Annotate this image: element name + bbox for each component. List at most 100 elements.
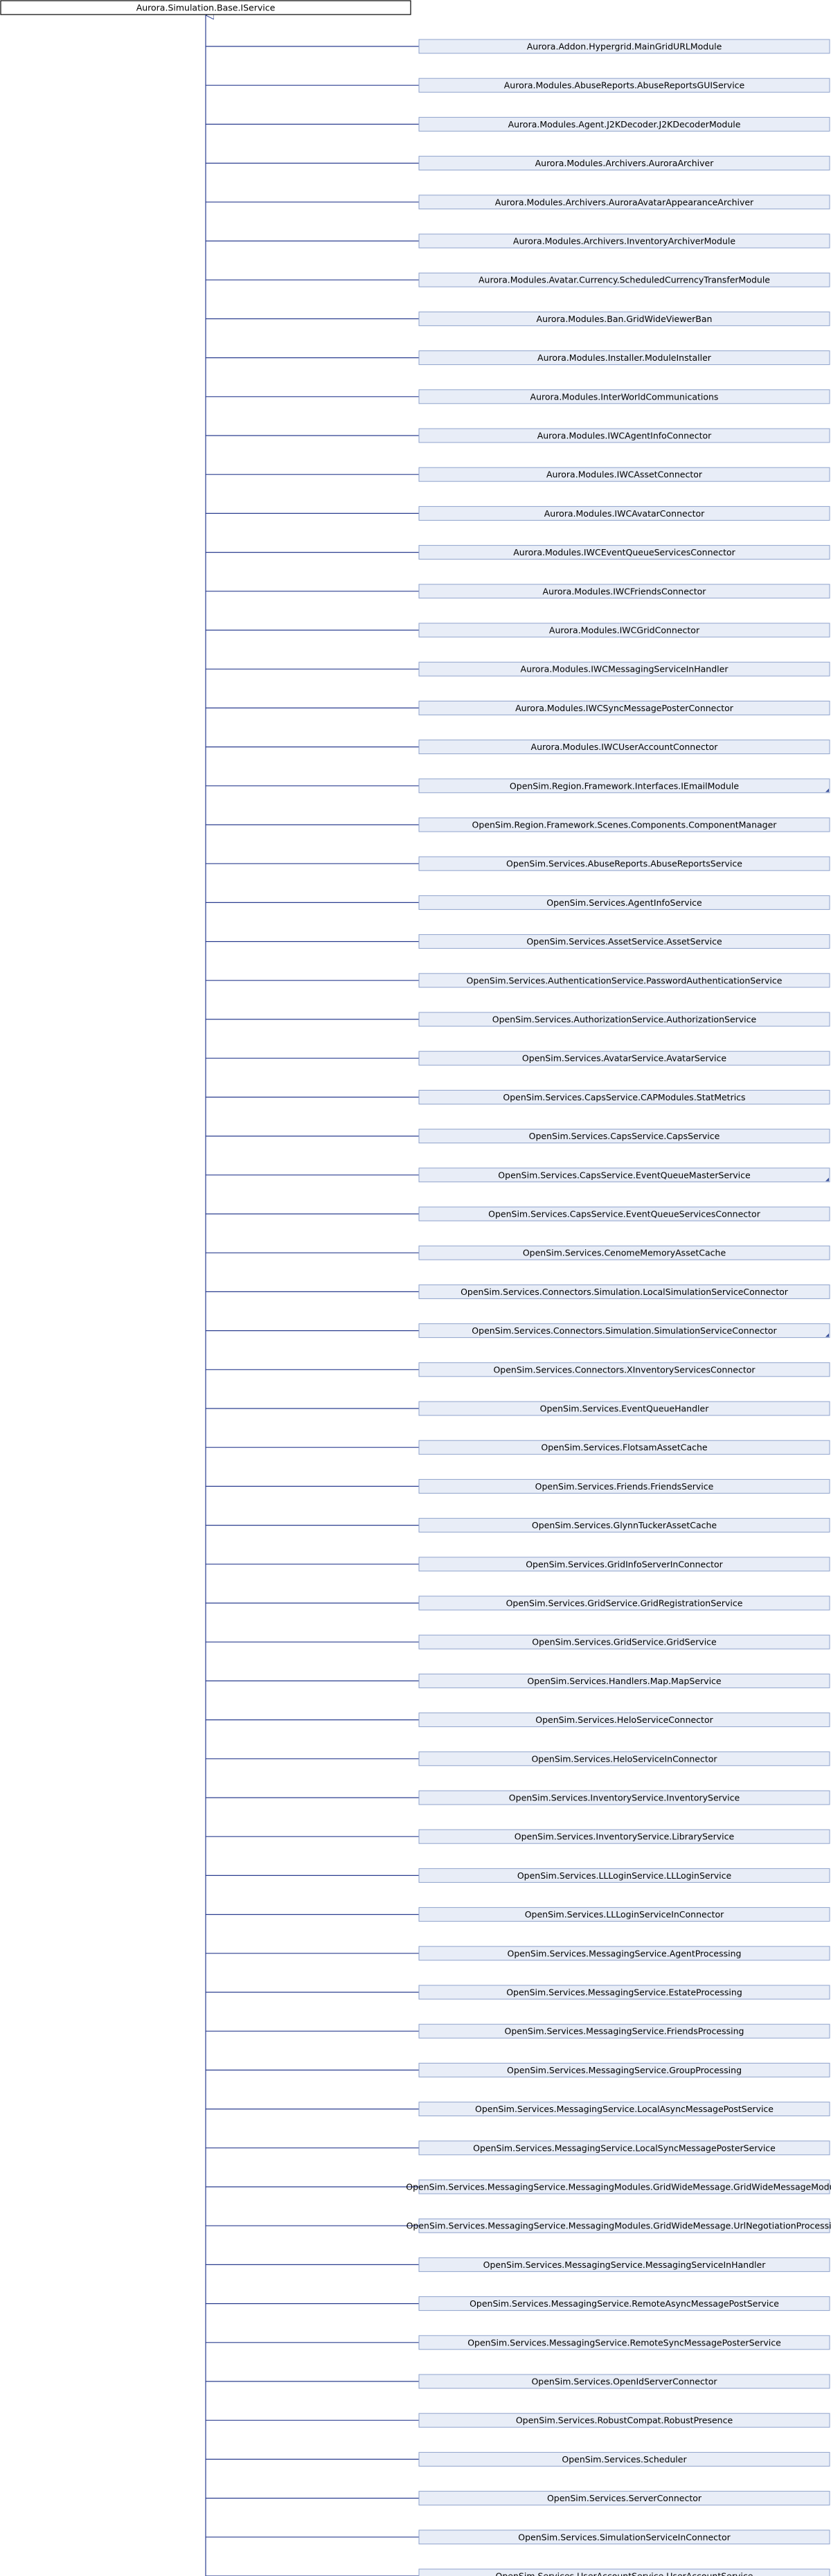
derived-class-node[interactable]: OpenSim.Services.HeloServiceInConnector <box>206 1751 830 1766</box>
derived-class-node[interactable]: OpenSim.Services.Friends.FriendsService <box>206 1478 830 1494</box>
derived-class-node[interactable]: Aurora.Modules.Ban.GridWideViewerBan <box>206 311 830 326</box>
derived-class-node[interactable]: OpenSim.Services.RobustCompat.RobustPres… <box>206 2413 830 2428</box>
derived-class-node[interactable]: OpenSim.Services.AbuseReports.AbuseRepor… <box>206 856 830 871</box>
derived-class-node[interactable]: OpenSim.Services.MessagingService.Remote… <box>206 2335 830 2350</box>
derived-class-node[interactable]: OpenSim.Services.UserAccountService.User… <box>206 2568 830 2576</box>
derived-class-node[interactable]: OpenSim.Services.CenomeMemoryAssetCache <box>206 1245 830 1260</box>
derived-class-node[interactable]: Aurora.Modules.Archivers.AuroraArchiver <box>206 156 830 171</box>
derived-class-label: Aurora.Modules.Agent.J2KDecoder.J2KDecod… <box>508 119 741 129</box>
derived-class-box <box>418 350 830 366</box>
derived-class-label: OpenSim.Services.ServerConnector <box>547 2493 702 2503</box>
derived-class-node[interactable]: Aurora.Modules.Agent.J2KDecoder.J2KDecod… <box>206 116 830 132</box>
derived-class-node[interactable]: OpenSim.Services.OpenIdServerConnector <box>206 2374 830 2389</box>
derived-class-node[interactable]: OpenSim.Services.AgentInfoService <box>206 895 830 910</box>
derived-class-node[interactable]: OpenSim.Services.Connectors.XInventorySe… <box>206 1362 830 1377</box>
derived-class-node[interactable]: OpenSim.Services.EventQueueHandler <box>206 1401 830 1416</box>
derived-class-node[interactable]: Aurora.Modules.Archivers.InventoryArchiv… <box>206 233 830 249</box>
derived-class-label: Aurora.Modules.IWCAvatarConnector <box>544 508 705 519</box>
derived-class-label: OpenSim.Services.OpenIdServerConnector <box>531 2377 717 2387</box>
derived-class-node[interactable]: OpenSim.Region.Framework.Scenes.Componen… <box>206 817 830 832</box>
derived-class-node[interactable]: Aurora.Modules.IWCEventQueueServicesConn… <box>206 545 830 560</box>
derived-class-node[interactable]: Aurora.Addon.Hypergrid.MainGridURLModule <box>206 39 830 54</box>
derived-class-box <box>418 1323 830 1339</box>
derived-class-node[interactable]: OpenSim.Services.Connectors.Simulation.L… <box>206 1284 830 1299</box>
derived-class-label: OpenSim.Services.MessagingService.AgentP… <box>508 1948 742 1958</box>
derived-class-node[interactable]: Aurora.Modules.AbuseReports.AbuseReports… <box>206 78 830 93</box>
derived-class-label: OpenSim.Region.Framework.Scenes.Componen… <box>472 820 778 830</box>
derived-class-node[interactable]: OpenSim.Services.MessagingService.Estate… <box>206 1985 830 2000</box>
derived-class-box <box>418 1712 830 1728</box>
derived-class-box <box>418 2179 830 2194</box>
derived-class-node[interactable]: OpenSim.Services.GridInfoServerInConnect… <box>206 1557 830 1572</box>
derived-class-label: OpenSim.Services.HeloServiceInConnector <box>531 1753 717 1764</box>
derived-class-node[interactable]: Aurora.Modules.IWCUserAccountConnector <box>206 740 830 755</box>
derived-class-label: OpenSim.Services.HeloServiceConnector <box>535 1715 713 1725</box>
derived-class-node[interactable]: OpenSim.Services.GlynnTuckerAssetCache <box>206 1518 830 1533</box>
derived-class-node[interactable]: OpenSim.Services.GridService.GridService <box>206 1634 830 1649</box>
derived-class-label: OpenSim.Services.MessagingService.Remote… <box>467 2337 781 2347</box>
derived-class-node[interactable]: OpenSim.Services.Scheduler <box>206 2451 830 2467</box>
derived-class-node[interactable]: OpenSim.Services.SimulationServiceInConn… <box>206 2530 830 2545</box>
derived-class-box <box>418 156 830 171</box>
derived-class-box <box>418 2296 830 2311</box>
derived-class-node[interactable]: OpenSim.Services.MessagingService.Messag… <box>206 2179 831 2194</box>
derived-class-node[interactable]: OpenSim.Services.MessagingService.AgentP… <box>206 1946 830 1961</box>
derived-class-box <box>418 467 830 482</box>
derived-class-node[interactable]: OpenSim.Services.MessagingService.GroupP… <box>206 2062 830 2077</box>
derived-class-node[interactable]: OpenSim.Services.MessagingService.Messag… <box>206 2257 830 2272</box>
derived-class-box <box>418 584 830 599</box>
derived-class-node[interactable]: OpenSim.Services.AvatarService.AvatarSer… <box>206 1050 830 1066</box>
derived-class-node[interactable]: OpenSim.Services.MessagingService.LocalA… <box>206 2102 830 2117</box>
derived-class-label: OpenSim.Services.LLLoginServiceInConnect… <box>525 1909 724 1920</box>
derived-class-node[interactable]: OpenSim.Services.ServerConnector <box>206 2491 830 2506</box>
derived-class-node[interactable]: Aurora.Modules.IWCMessagingServiceInHand… <box>206 661 830 677</box>
derived-class-node[interactable]: Aurora.Modules.IWCGridConnector <box>206 623 830 638</box>
derived-class-node[interactable]: Aurora.Modules.IWCAvatarConnector <box>206 506 830 521</box>
derived-class-node[interactable]: OpenSim.Services.CapsService.EventQueueS… <box>206 1206 830 1222</box>
derived-class-node[interactable]: OpenSim.Services.Handlers.Map.MapService <box>206 1673 830 1688</box>
derived-class-box <box>418 1790 830 1805</box>
derived-class-node[interactable]: OpenSim.Services.InventoryService.Librar… <box>206 1829 830 1844</box>
derived-class-label: Aurora.Modules.Ban.GridWideViewerBan <box>537 314 713 324</box>
derived-class-node[interactable]: Aurora.Modules.Archivers.AuroraAvatarApp… <box>206 195 830 210</box>
derived-class-box <box>418 2530 830 2545</box>
derived-class-node[interactable]: OpenSim.Services.LLLoginService.LLLoginS… <box>206 1868 830 1883</box>
derived-class-box <box>418 1829 830 1844</box>
derived-class-node[interactable]: OpenSim.Region.Framework.Interfaces.IEma… <box>206 778 830 794</box>
derived-class-node[interactable]: OpenSim.Services.Connectors.Simulation.S… <box>206 1323 830 1339</box>
derived-class-box <box>418 1129 830 1144</box>
derived-class-node[interactable]: OpenSim.Services.GridService.GridRegistr… <box>206 1595 830 1611</box>
derived-class-node[interactable]: OpenSim.Services.MessagingService.Remote… <box>206 2296 830 2311</box>
derived-class-node[interactable]: OpenSim.Services.AssetService.AssetServi… <box>206 934 830 949</box>
derived-class-box <box>418 1946 830 1961</box>
more-subclasses-marker <box>825 1333 829 1337</box>
derived-class-node[interactable]: Aurora.Modules.IWCFriendsConnector <box>206 584 830 599</box>
derived-class-node[interactable]: OpenSim.Services.CapsService.CAPModules.… <box>206 1089 830 1104</box>
derived-class-node[interactable]: OpenSim.Services.CapsService.CapsService <box>206 1129 830 1144</box>
derived-class-node[interactable]: OpenSim.Services.MessagingService.Messag… <box>206 2218 831 2233</box>
base-class-node[interactable]: Aurora.Simulation.Base.IService <box>0 0 411 15</box>
derived-class-box <box>418 2062 830 2077</box>
derived-class-node[interactable]: OpenSim.Services.AuthenticationService.P… <box>206 973 830 988</box>
derived-class-node[interactable]: OpenSim.Services.FlotsamAssetCache <box>206 1440 830 1455</box>
derived-class-label: OpenSim.Services.MessagingService.Remote… <box>470 2298 779 2309</box>
derived-class-label: OpenSim.Region.Framework.Interfaces.IEma… <box>510 780 739 791</box>
derived-class-node[interactable]: Aurora.Modules.InterWorldCommunications <box>206 389 830 404</box>
derived-class-node[interactable]: OpenSim.Services.AuthorizationService.Au… <box>206 1012 830 1027</box>
derived-class-label: OpenSim.Services.SimulationServiceInConn… <box>518 2532 731 2542</box>
derived-class-node[interactable]: Aurora.Modules.IWCAssetConnector <box>206 467 830 482</box>
derived-class-node[interactable]: OpenSim.Services.LLLoginServiceInConnect… <box>206 1907 830 1922</box>
derived-class-node[interactable]: Aurora.Modules.Installer.ModuleInstaller <box>206 350 830 366</box>
derived-class-label: Aurora.Modules.IWCEventQueueServicesConn… <box>513 547 735 557</box>
derived-class-node[interactable]: OpenSim.Services.MessagingService.Friend… <box>206 2023 830 2039</box>
derived-class-node[interactable]: OpenSim.Services.InventoryService.Invent… <box>206 1790 830 1805</box>
derived-class-node[interactable]: OpenSim.Services.HeloServiceConnector <box>206 1712 830 1728</box>
derived-class-node[interactable]: OpenSim.Services.CapsService.EventQueueM… <box>206 1168 830 1183</box>
derived-class-node[interactable]: OpenSim.Services.MessagingService.LocalS… <box>206 2140 830 2156</box>
derived-class-node[interactable]: Aurora.Modules.IWCAgentInfoConnector <box>206 428 830 443</box>
derived-class-node[interactable]: Aurora.Modules.IWCSyncMessagePosterConne… <box>206 700 830 715</box>
derived-class-label: Aurora.Modules.IWCAssetConnector <box>546 469 703 480</box>
derived-class-node[interactable]: Aurora.Modules.Avatar.Currency.Scheduled… <box>206 272 830 287</box>
derived-class-box <box>418 2218 830 2233</box>
